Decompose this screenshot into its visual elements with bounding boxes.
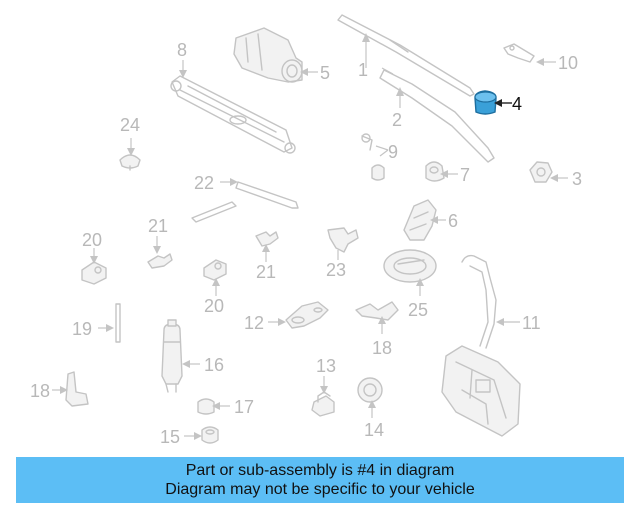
- part-22-rod[interactable]: 22: [191, 173, 299, 223]
- callout-19: 19: [72, 319, 92, 339]
- callout-13: 13: [316, 356, 336, 376]
- part-23-hose-connector[interactable]: 23: [326, 227, 359, 280]
- part-14-grommet[interactable]: 14: [357, 377, 384, 440]
- part-6-bracket[interactable]: 6: [403, 199, 458, 241]
- callout-2: 2: [392, 110, 402, 130]
- parts-diagram: 1 2 3 4 5 6: [30, 14, 582, 447]
- banner-line-2: Diagram may not be specific to your vehi…: [165, 481, 475, 498]
- part-1-wiper-blade[interactable]: 1: [337, 14, 475, 97]
- part-11-washer-reservoir[interactable]: 11: [441, 254, 541, 437]
- callout-12: 12: [244, 313, 264, 333]
- callout-22: 22: [194, 173, 214, 193]
- part-12-hose-clip[interactable]: 12: [244, 301, 329, 333]
- callout-8: 8: [177, 40, 187, 60]
- part-18-hose-connector-center[interactable]: 18: [355, 301, 399, 358]
- callout-21-center: 21: [256, 262, 276, 282]
- callout-15: 15: [160, 427, 180, 447]
- callout-17: 17: [234, 397, 254, 417]
- part-9-screws[interactable]: 9: [361, 133, 398, 181]
- callout-6: 6: [448, 211, 458, 231]
- callout-20-left: 20: [82, 230, 102, 250]
- callout-18-center: 18: [372, 338, 392, 358]
- part-4-wiper-nut-cap[interactable]: 4: [474, 90, 522, 115]
- part-7-grommet[interactable]: 7: [425, 161, 470, 185]
- part-21-check-valve-left[interactable]: 21: [147, 216, 173, 269]
- callout-5: 5: [320, 63, 330, 83]
- part-3-nut[interactable]: 3: [529, 161, 582, 189]
- callout-1: 1: [358, 60, 368, 80]
- info-banner: Part or sub-assembly is #4 in diagram Di…: [16, 457, 624, 503]
- part-25-seal[interactable]: 25: [383, 249, 437, 320]
- callout-24: 24: [120, 115, 140, 135]
- callout-10: 10: [558, 53, 578, 73]
- callout-14: 14: [364, 420, 384, 440]
- part-13-level-sensor[interactable]: 13: [311, 356, 336, 417]
- callout-18-left: 18: [30, 381, 50, 401]
- callout-3: 3: [572, 169, 582, 189]
- part-20-washer-nozzle-center[interactable]: 20: [203, 259, 227, 316]
- callout-4: 4: [512, 94, 522, 114]
- callout-16: 16: [204, 355, 224, 375]
- part-2-wiper-arm[interactable]: 2: [379, 69, 495, 163]
- banner-line-1: Part or sub-assembly is #4 in diagram: [185, 462, 455, 479]
- part-17-grommet[interactable]: 17: [197, 397, 254, 417]
- part-5-wiper-motor[interactable]: 5: [233, 27, 330, 83]
- callout-9: 9: [388, 142, 398, 162]
- callout-11: 11: [522, 313, 541, 333]
- part-15-pump-grommet[interactable]: 15: [160, 426, 219, 447]
- part-16-washer-pump[interactable]: 16: [161, 319, 224, 393]
- part-19-hose[interactable]: 19: [72, 303, 121, 343]
- part-21-check-valve-center[interactable]: 21: [255, 231, 279, 282]
- callout-7: 7: [460, 165, 470, 185]
- part-8-wiper-linkage[interactable]: 8: [170, 40, 296, 154]
- part-10-clip[interactable]: 10: [503, 43, 578, 73]
- callout-25: 25: [408, 300, 428, 320]
- callout-23: 23: [326, 260, 346, 280]
- callout-20-center: 20: [204, 296, 224, 316]
- part-24-grommet[interactable]: 24: [119, 115, 141, 171]
- callout-21-left: 21: [148, 216, 168, 236]
- part-18-hose-connector-left[interactable]: 18: [30, 371, 89, 407]
- part-20-washer-nozzle-left[interactable]: 20: [81, 230, 107, 285]
